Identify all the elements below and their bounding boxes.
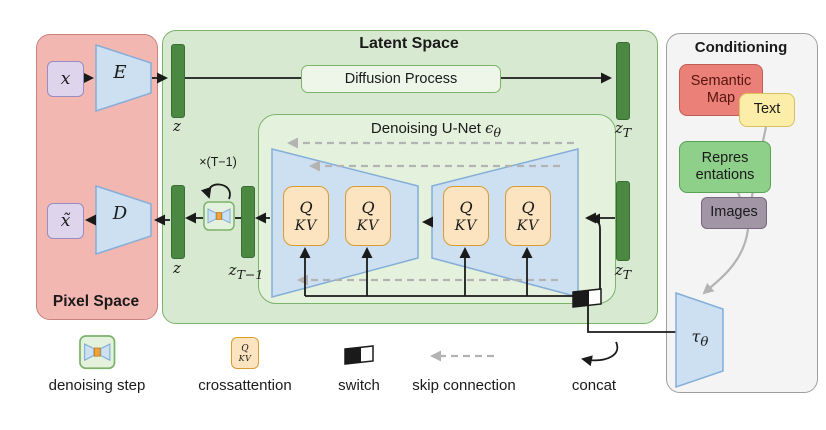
z-bottom-label: z xyxy=(173,259,181,277)
skip-connection-arrows xyxy=(287,137,574,286)
crossattention-feed-lines xyxy=(299,213,676,333)
latent-space-title: Latent Space xyxy=(359,35,459,52)
legend-switch-icon xyxy=(344,345,374,365)
diffusion-process-box: Diffusion Process xyxy=(301,65,501,93)
output-image-box: x̃ xyxy=(47,203,84,239)
unet-epsilon-sub: θ xyxy=(493,125,502,140)
images-box: Images xyxy=(701,197,767,229)
legend-denoising-step-label: denoising step xyxy=(48,377,146,394)
legend-concat-label: concat xyxy=(571,377,617,394)
unet-epsilon: ϵ xyxy=(485,119,494,137)
qkv-attention-block-2: Q KV xyxy=(345,186,391,246)
iteration-loop-arrow xyxy=(200,183,231,200)
legend-concat-arrow xyxy=(581,341,619,367)
representations-box: Repres entations xyxy=(679,141,771,193)
text-box: Text xyxy=(739,93,795,127)
zt-bar-top xyxy=(616,42,630,120)
input-image-box: x xyxy=(47,61,84,97)
decoder-trapezoid xyxy=(95,184,152,256)
zt-bottom-label: zT xyxy=(614,261,632,282)
diffusion-process-label: Diffusion Process xyxy=(344,71,458,87)
zt-bar-bottom xyxy=(616,181,630,261)
encoder-trapezoid xyxy=(95,43,152,113)
z-bar-bottom xyxy=(171,185,185,259)
ztm1-bar xyxy=(241,186,255,258)
legend-switch-label: switch xyxy=(338,377,380,394)
concat-junction-arrow xyxy=(589,213,601,289)
conditioning-title: Conditioning xyxy=(694,39,788,56)
tau-label: τθ xyxy=(691,327,709,351)
x-label: x xyxy=(60,69,71,89)
tau-encoder-trapezoid xyxy=(675,291,724,389)
ztm1-label: zT−1 xyxy=(228,261,264,282)
loop-count-label: ×(T−1) xyxy=(199,155,237,169)
x-tilde-label: x̃ xyxy=(60,211,71,231)
tau-to-switch-line xyxy=(587,306,676,333)
qkv-attention-block-4: Q KV xyxy=(505,186,551,246)
qkv-attention-block-3: Q KV xyxy=(443,186,489,246)
z-bar-top xyxy=(171,44,185,118)
denoising-step-icon xyxy=(203,201,235,231)
pixel-space-title: Pixel Space xyxy=(52,293,140,310)
legend-crossattention-label: crossattention xyxy=(198,377,292,394)
encoder-label: E xyxy=(113,62,127,83)
switch-icon xyxy=(572,288,602,308)
decoder-label: D xyxy=(112,203,128,224)
unet-title-text: Denoising U-Net xyxy=(370,120,481,137)
legend-crossattention-icon: Q KV xyxy=(231,337,259,369)
unet-title: Denoising U-Net ϵθ xyxy=(258,119,614,140)
z-top-label: z xyxy=(173,117,181,135)
qkv-attention-block-1: Q KV xyxy=(283,186,329,246)
legend-skip-connection-label: skip connection xyxy=(412,377,516,394)
zt-top-label: zT xyxy=(614,119,632,140)
legend-denoising-step-icon xyxy=(79,335,116,370)
